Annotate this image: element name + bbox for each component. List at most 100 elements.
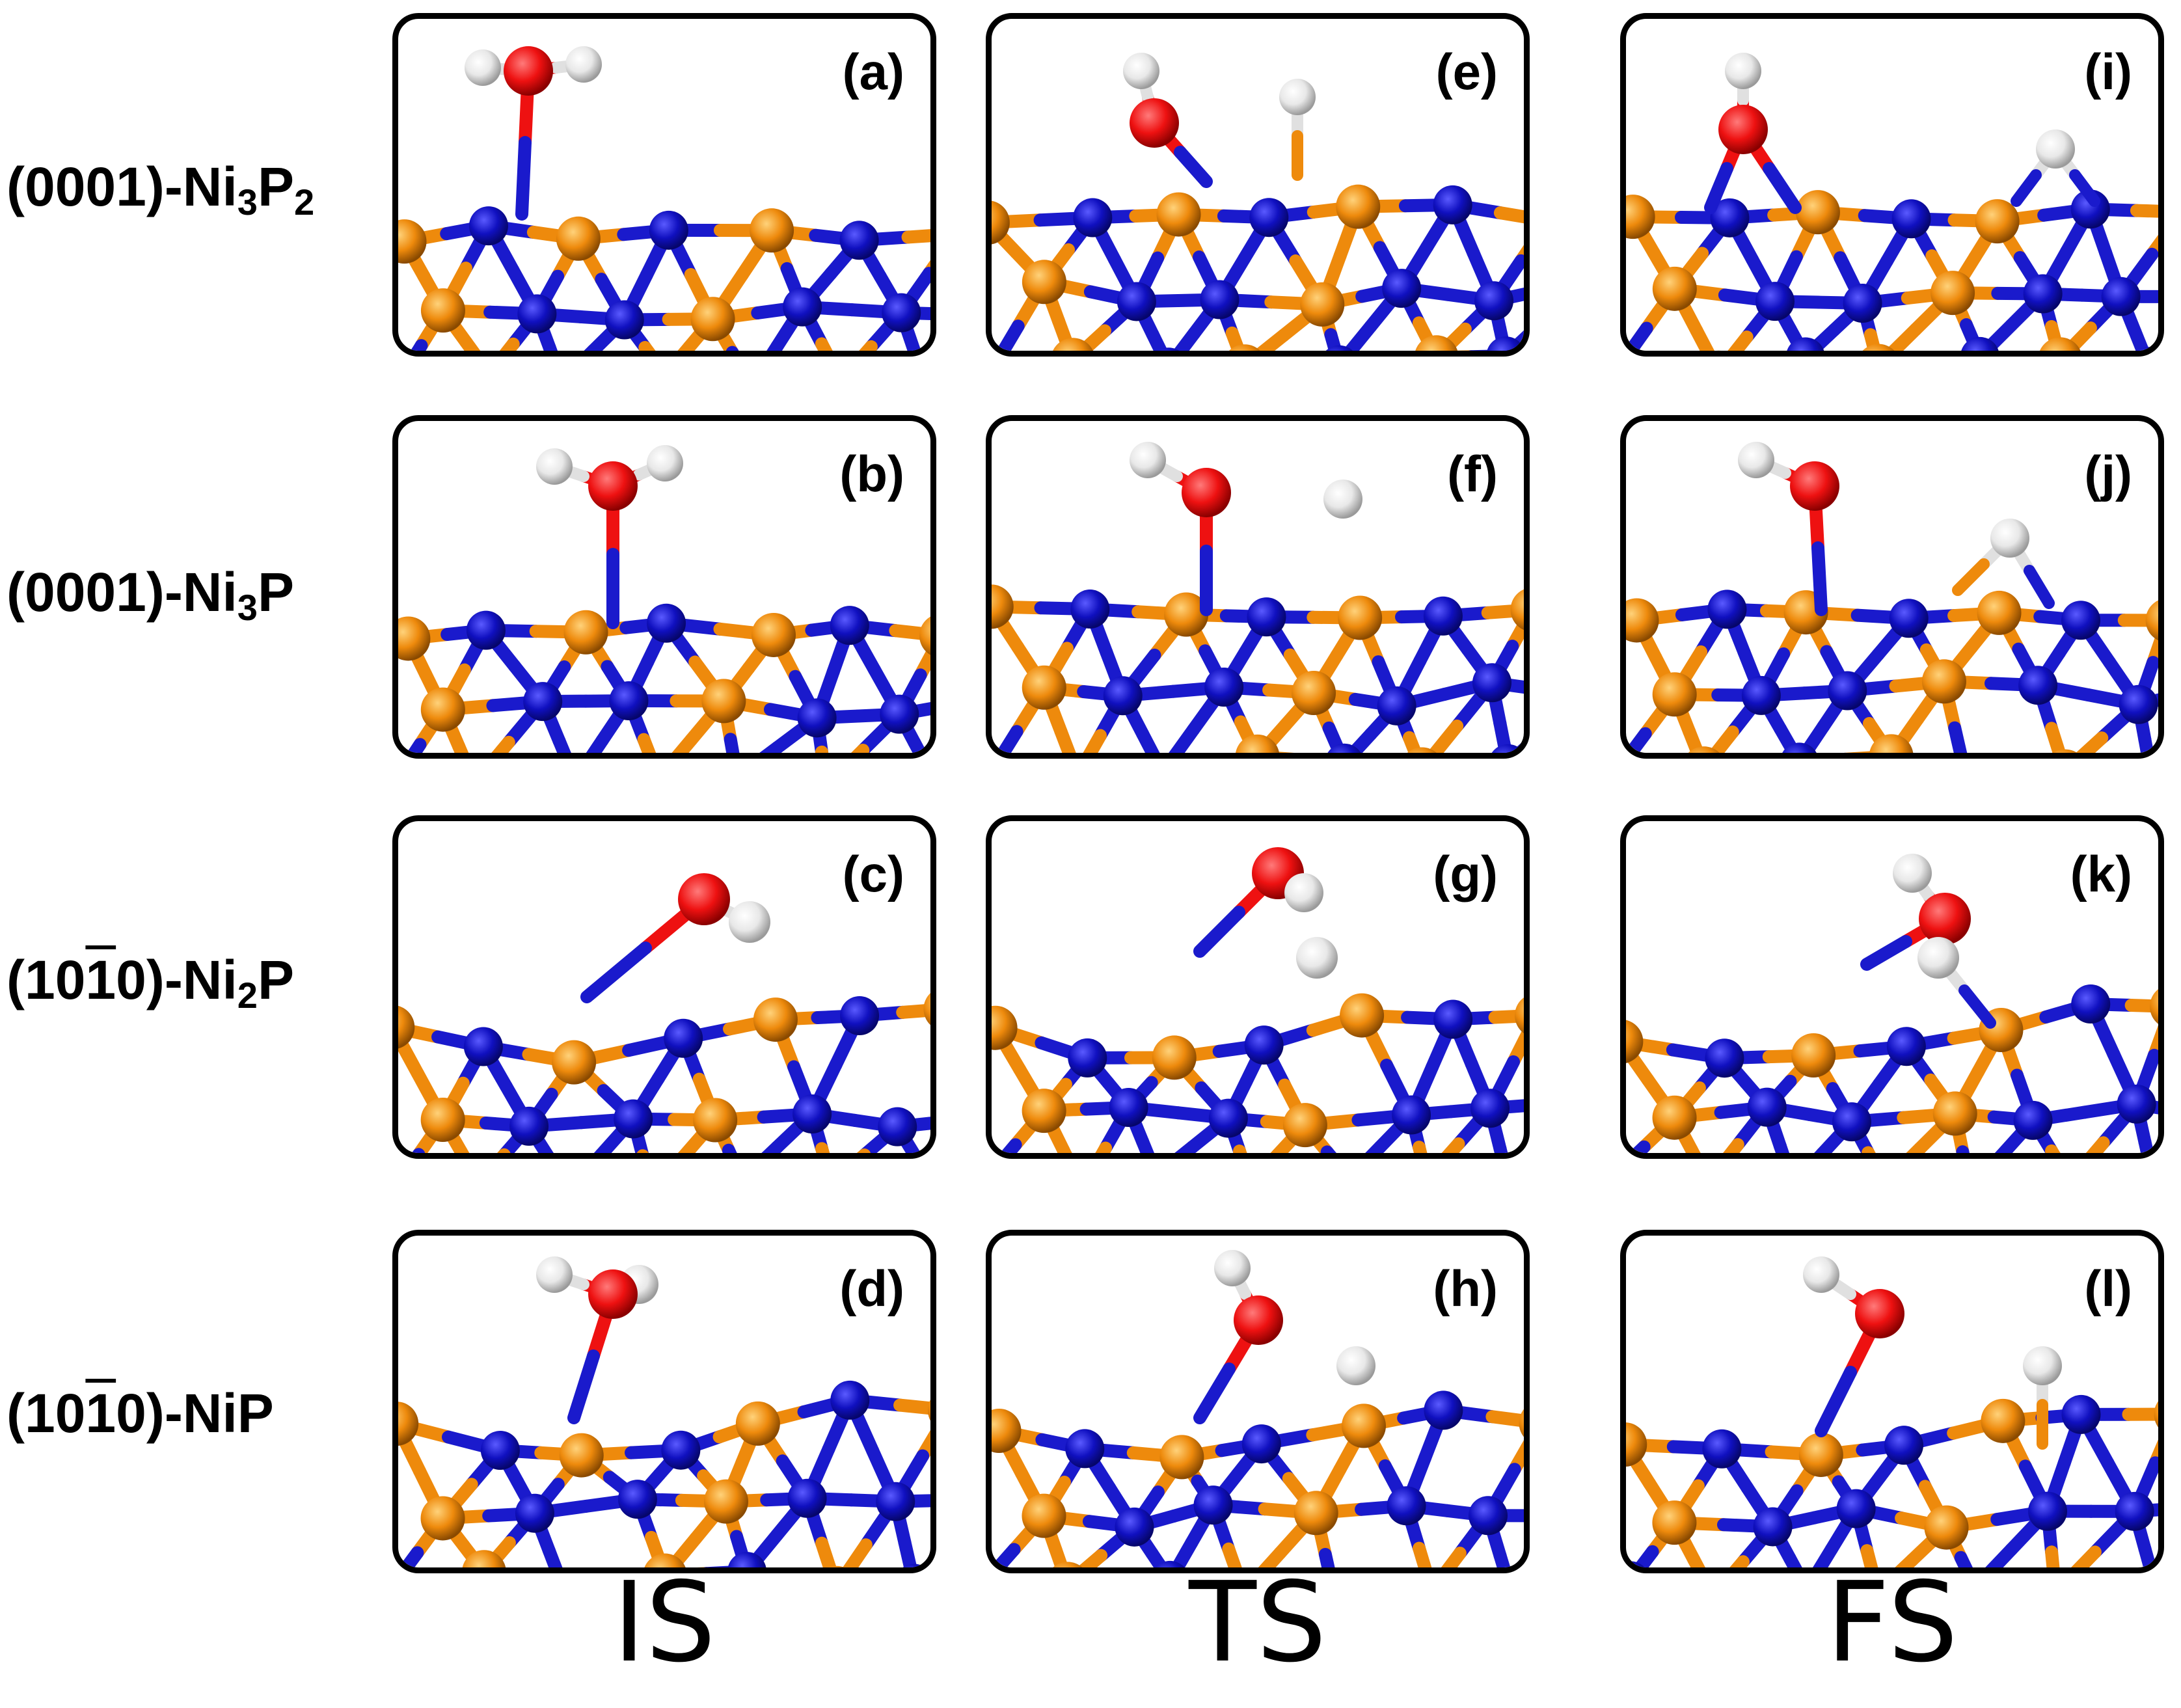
bond (1727, 330, 1754, 351)
o-atom (1790, 461, 1839, 511)
p-atom (1930, 271, 1975, 316)
h-atom (1214, 1250, 1251, 1286)
ni-atom (787, 1478, 827, 1518)
bond (552, 734, 571, 753)
bond (1136, 727, 1160, 753)
p-atom (1626, 598, 1659, 643)
ni-atom (1109, 1088, 1148, 1128)
panel-letter: (f) (1447, 445, 1498, 502)
bond (454, 1145, 470, 1153)
h-atom (465, 49, 501, 86)
panel-letter: (h) (1433, 1260, 1498, 1317)
bond (914, 642, 930, 682)
p-atom (1975, 199, 2020, 244)
ni-atom (614, 1099, 653, 1139)
h-atom (1893, 854, 1932, 893)
bond (1172, 327, 1201, 351)
bond (1626, 727, 1652, 753)
p-atom (552, 1040, 597, 1085)
ni-atom (2061, 1394, 2101, 1434)
bond (996, 319, 1025, 351)
p-atom (1798, 1432, 1843, 1477)
bond (1783, 1551, 1802, 1567)
h-atom (1323, 480, 1362, 519)
ni-atom (661, 1430, 701, 1470)
bond (1763, 162, 1802, 214)
bond (1441, 1137, 1465, 1153)
molecular-structure (992, 53, 1524, 351)
ni-atom (783, 287, 822, 327)
bond (543, 341, 558, 351)
bond (1083, 729, 1107, 753)
bond (1413, 1141, 1428, 1153)
bond (1948, 721, 1968, 753)
p-atom (753, 997, 798, 1042)
bond (2071, 1545, 2102, 1567)
p-atom (1652, 266, 1697, 311)
ni-atom (797, 698, 837, 738)
bond (1342, 319, 1377, 351)
bond (1626, 1037, 1655, 1087)
ni-atom (1474, 281, 1514, 321)
bond (2138, 1135, 2154, 1153)
bond (1193, 906, 1245, 958)
h-atom (729, 901, 770, 943)
p-atom (1336, 184, 1381, 229)
p-atom (1652, 1095, 1697, 1140)
p-atom (703, 1479, 748, 1524)
bond (1441, 1547, 1467, 1567)
bond (1895, 1553, 1919, 1567)
p-atom (398, 1005, 415, 1049)
structure-panel: (c) (392, 815, 936, 1159)
panel-letter: (e) (1435, 43, 1498, 100)
p-atom (1688, 746, 1720, 753)
bond (1985, 1543, 2018, 1567)
bond (815, 1536, 837, 1567)
structure-panel: (e) (986, 13, 1530, 357)
molecular-structure (398, 873, 930, 1153)
bond (1493, 716, 1513, 753)
p-atom (1515, 997, 1524, 1034)
p-atom (1510, 589, 1524, 630)
ni-atom (792, 1094, 832, 1134)
p-atom (1342, 1403, 1387, 1448)
row-label-ni3p: (0001)-Ni3P (7, 562, 294, 628)
bond (1146, 327, 1168, 351)
bond (1954, 1551, 1973, 1567)
p-atom (1795, 190, 1840, 235)
ni-atom (880, 694, 919, 734)
bond (1174, 1140, 1199, 1153)
bond (459, 336, 481, 351)
panel-letter: (l) (2084, 1260, 2132, 1317)
ni-atom (1249, 198, 1289, 237)
h-atom (1803, 1256, 1839, 1293)
ni-atom (2115, 1491, 2154, 1531)
bond (908, 735, 928, 753)
bond (398, 1023, 424, 1080)
p-atom (1053, 338, 1093, 351)
h-atom (2023, 1346, 2062, 1385)
bond (1956, 1145, 1970, 1153)
ni-atom (2119, 685, 2158, 724)
ni-atom (1117, 282, 1156, 321)
panel-letter: (d) (839, 1260, 904, 1317)
ni-atom (1886, 1027, 1926, 1066)
ni-atom (1884, 1426, 1924, 1465)
p-atom (1300, 282, 1345, 327)
p-atom (1340, 993, 1385, 1038)
ni-atom (1889, 599, 1929, 638)
p-atom (1652, 1500, 1697, 1545)
molecular-structure (992, 442, 1524, 753)
ni-atom (2137, 347, 2158, 351)
p-atom (1869, 734, 1914, 753)
o-atom (678, 873, 730, 925)
o-atom (1130, 98, 1179, 148)
ni-atom (1469, 1496, 1508, 1536)
bond (1626, 321, 1653, 351)
bond (452, 740, 469, 753)
bond (1233, 1145, 1247, 1153)
bond (1707, 725, 1739, 753)
bond (1193, 1362, 1236, 1424)
ni-atom (1741, 675, 1781, 715)
p-atom (2145, 600, 2158, 641)
